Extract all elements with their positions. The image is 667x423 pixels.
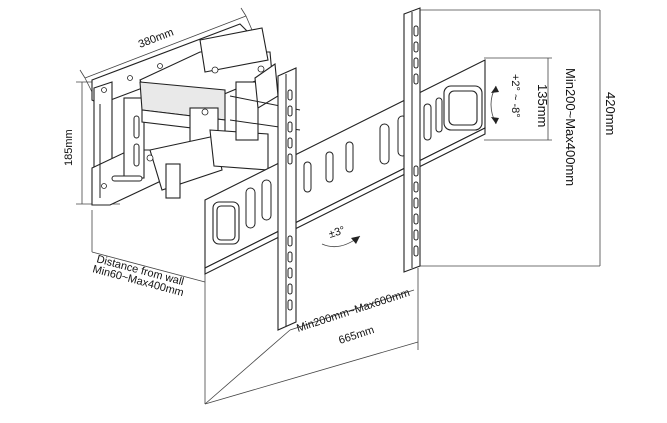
- swing-arms: [139, 27, 301, 199]
- max-vesa-width-label: 665mm: [337, 324, 376, 347]
- swivel-label: ±3°: [327, 224, 346, 241]
- vertical-rail-left: [277, 67, 297, 331]
- wall-plate-height-label: 185mm: [63, 129, 75, 166]
- swivel-arrow-icon: [321, 235, 361, 248]
- tilt-label: +2° ~ -8°: [509, 74, 521, 118]
- tilt-arrow-icon: [490, 85, 499, 125]
- vertical-rail-right: [403, 7, 421, 273]
- dimension-lines: [76, 7, 601, 405]
- max-vesa-height-label: 420mm: [603, 92, 618, 135]
- tilt-height-label: 135mm: [535, 84, 550, 127]
- wall-plate-width-label: 380mm: [137, 26, 176, 50]
- horizontal-vesa-range-label: Min200mm~Max600mm: [295, 287, 411, 335]
- vertical-vesa-range-label: Min200~Max400mm: [563, 68, 578, 186]
